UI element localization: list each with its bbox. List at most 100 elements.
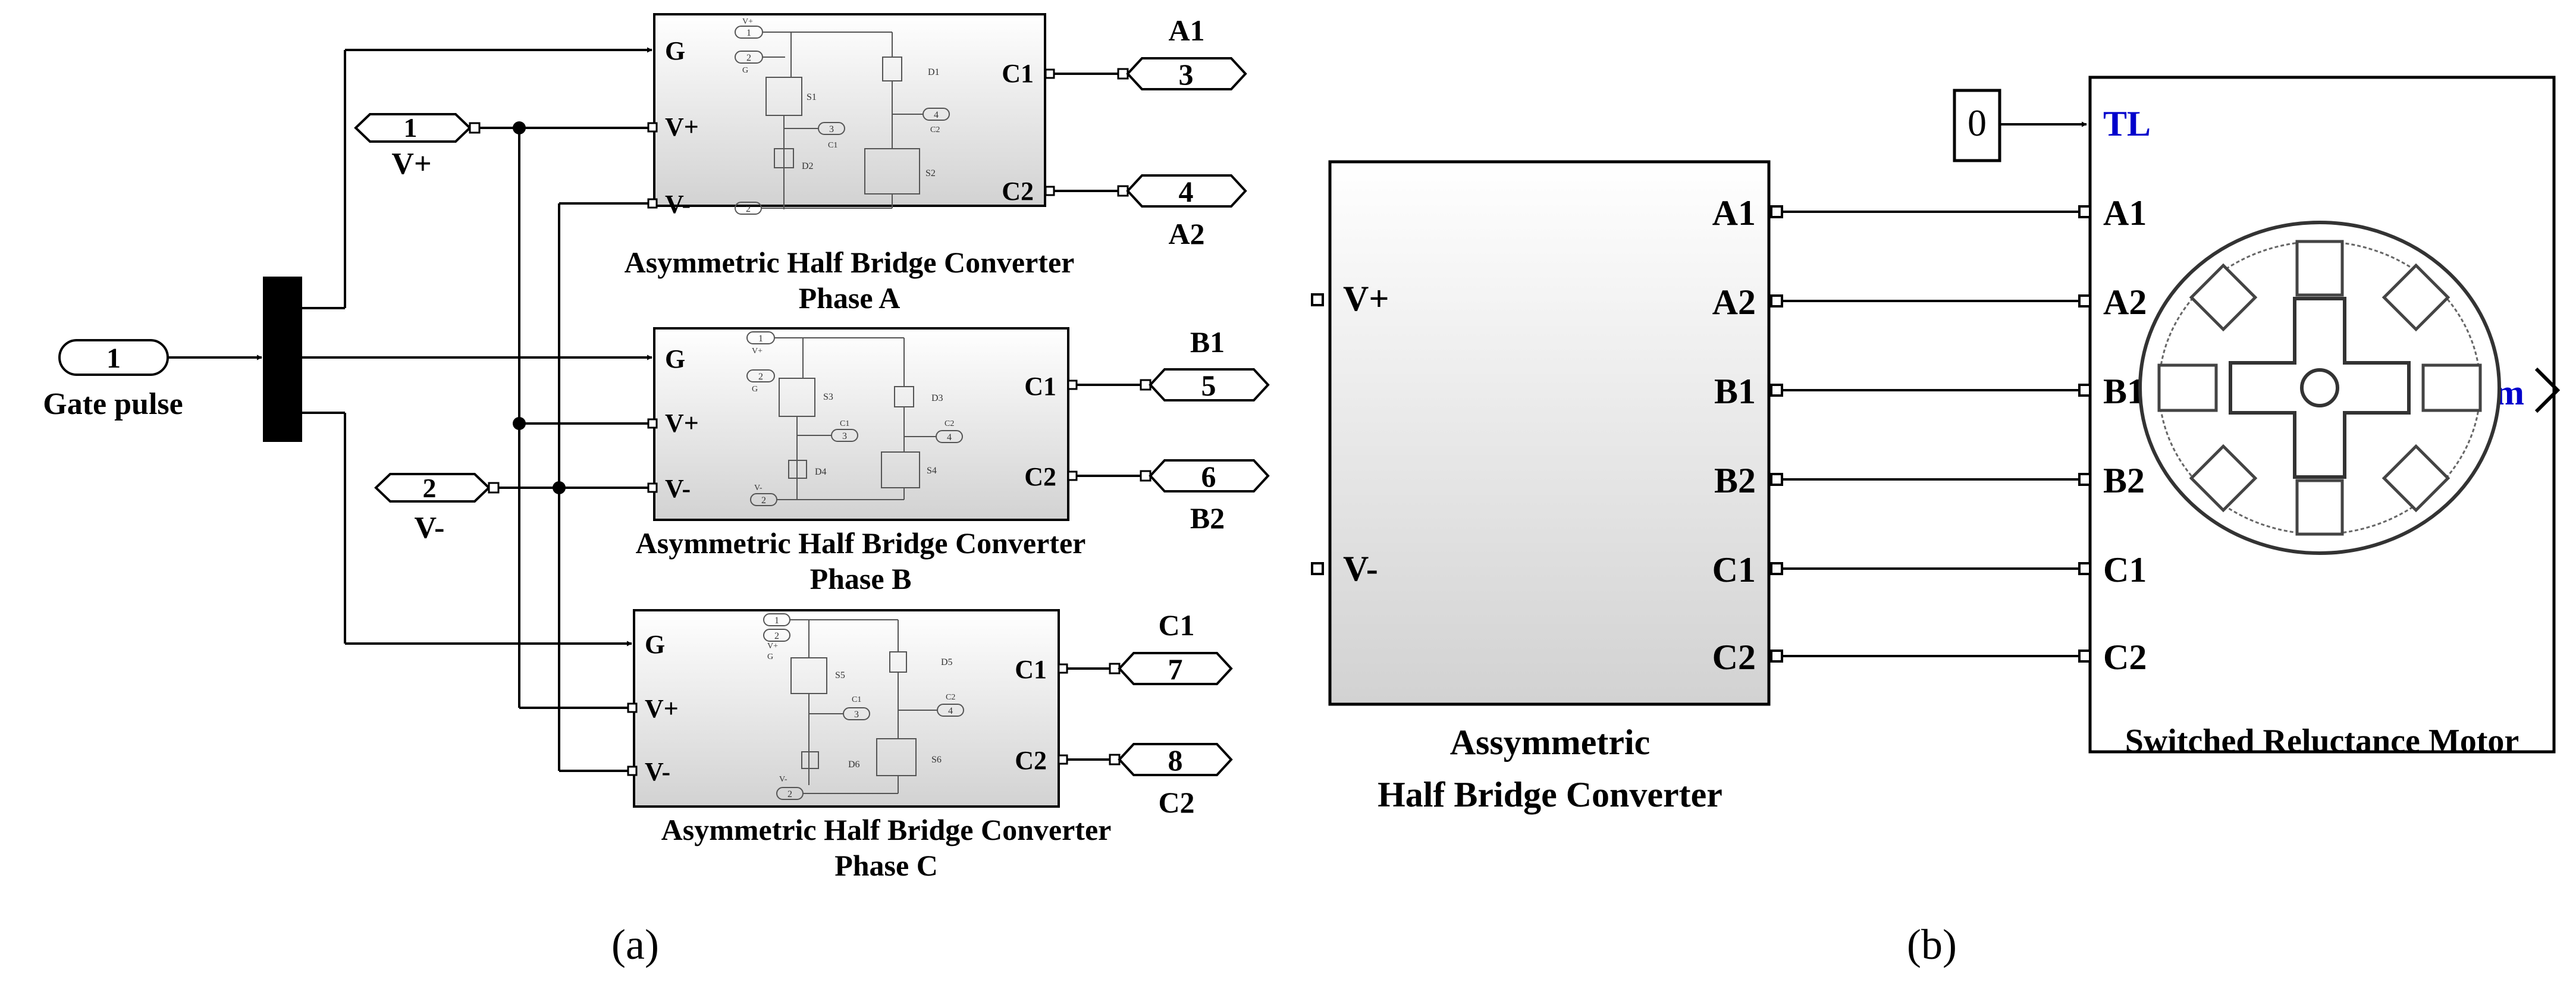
block-title: Asymmetric Half Bridge Converter — [625, 246, 1075, 279]
svg-text:G: G — [742, 66, 748, 75]
outport-number: 5 — [1201, 369, 1216, 402]
svg-text:V+: V+ — [752, 347, 763, 356]
port-label-c2: C2 — [2103, 638, 2147, 677]
port-label-a1: A1 — [2103, 193, 2147, 233]
srm-motor-block[interactable]: TL A1 A2 B1 B2 C1 C2 m — [2078, 76, 2561, 754]
port-label-a1: A1 — [1712, 193, 1756, 233]
outport-b2[interactable]: 6 B2 — [1140, 459, 1270, 535]
port-label-c1: C1 — [1015, 655, 1047, 684]
port-label-c2: C2 — [1015, 746, 1047, 775]
outport-c2[interactable]: 8 C2 — [1109, 743, 1233, 819]
svg-text:G: G — [752, 385, 758, 394]
motor-title: Switched Reluctance Motor — [2125, 723, 2519, 760]
svg-text:S1: S1 — [807, 92, 817, 102]
outport-number: 7 — [1168, 652, 1183, 686]
svg-text:2: 2 — [761, 495, 766, 506]
svg-text:3: 3 — [829, 124, 834, 134]
inport-label: V+ — [391, 147, 431, 181]
svg-text:C1: C1 — [840, 419, 849, 428]
port-label-vplus: V+ — [645, 694, 679, 723]
demux-block[interactable] — [263, 277, 302, 442]
srm-motor-icon — [2138, 221, 2501, 555]
svg-text:C1: C1 — [828, 141, 837, 150]
block-phase: Phase B — [810, 562, 912, 595]
outport-b1[interactable]: 5 B1 — [1140, 325, 1270, 402]
outport-a2[interactable]: 4 A2 — [1117, 174, 1247, 250]
svg-text:D1: D1 — [928, 67, 940, 77]
svg-text:S3: S3 — [823, 392, 833, 402]
port-label-c1: C1 — [1002, 59, 1034, 88]
svg-text:C2: C2 — [945, 419, 954, 428]
junction-dot — [513, 417, 526, 430]
port-vplus[interactable] — [1311, 293, 1324, 306]
vplus-inport[interactable]: 1 V+ — [354, 112, 481, 181]
outport-label: A1 — [1168, 14, 1204, 47]
svg-text:1: 1 — [746, 28, 751, 38]
inner-schematic: 1 2 V+ G S1 3 C1 D2 D1 — [735, 17, 950, 215]
port-label-g: G — [645, 630, 665, 659]
inport-number: 2 — [423, 473, 437, 503]
svg-text:1: 1 — [758, 334, 763, 344]
outport-a1[interactable]: 3 A1 — [1117, 14, 1247, 91]
block-phase: Phase C — [834, 849, 938, 882]
port-label-b1: B1 — [1714, 372, 1756, 411]
port-label-vminus: V- — [665, 474, 691, 503]
constant-value: 0 — [1968, 102, 1987, 144]
constant-block[interactable]: 0 — [1953, 89, 2001, 162]
junction-dot — [513, 121, 526, 134]
inner-schematic: 1 2 V+ G S3 3 C1 D4 D3 4 — [746, 331, 963, 506]
inport-number: 1 — [106, 343, 121, 374]
outport-number: 6 — [1201, 460, 1216, 493]
panel-b: V+ V- A1 A2 B1 B2 C1 C2 Assymmetric Half… — [1311, 76, 2561, 968]
gate-pulse-inport[interactable]: 1 Gate pulse — [43, 339, 183, 421]
svg-text:2: 2 — [746, 53, 751, 63]
port-label-c2: C2 — [1002, 177, 1034, 206]
svg-text:4: 4 — [934, 110, 939, 120]
panel-a: 1 Gate pulse 1 V+ 2 V- — [43, 13, 1270, 968]
svg-text:D6: D6 — [848, 760, 860, 770]
svg-text:G: G — [767, 652, 773, 661]
svg-text:3: 3 — [854, 710, 859, 720]
port-label-c1: C1 — [1712, 550, 1756, 589]
svg-text:S6: S6 — [931, 755, 942, 765]
port-vminus[interactable] — [1311, 562, 1324, 575]
port-label-vminus: V- — [665, 190, 691, 219]
converter-block-phase-c[interactable]: G V+ V- C1 C2 1 2 V+ G S5 3 C1 — [627, 609, 1068, 808]
svg-text:3: 3 — [842, 431, 847, 441]
port-label-vminus: V- — [1343, 549, 1378, 588]
outport-c1[interactable]: 7 C1 — [1109, 608, 1233, 686]
svg-text:1: 1 — [774, 616, 779, 626]
svg-text:4: 4 — [948, 706, 953, 716]
port-label-vminus: V- — [645, 757, 670, 786]
svg-text:2: 2 — [746, 204, 751, 214]
aggregate-converter-block[interactable]: V+ V- A1 A2 B1 B2 C1 C2 — [1311, 160, 1783, 706]
port-label-g: G — [665, 36, 685, 65]
block-title: Asymmetric Half Bridge Converter — [636, 526, 1086, 560]
block-title: Asymmetric Half Bridge Converter — [661, 813, 1112, 846]
port-label-vplus: V+ — [665, 112, 699, 142]
panel-caption: (a) — [611, 921, 659, 968]
svg-text:2: 2 — [774, 631, 779, 641]
svg-text:C1: C1 — [852, 695, 861, 704]
outport-label: B1 — [1190, 325, 1225, 359]
converter-block-phase-a[interactable]: G V+ V- C1 C2 1 2 V+ G S1 3 C1 — [647, 13, 1055, 219]
port-label-tl: TL — [2103, 104, 2151, 143]
svg-text:D5: D5 — [941, 657, 953, 667]
svg-text:S4: S4 — [927, 466, 937, 476]
svg-text:C2: C2 — [930, 126, 940, 134]
port-label-vplus: V+ — [1343, 279, 1389, 318]
inport-number: 1 — [404, 112, 418, 143]
panel-caption: (b) — [1907, 921, 1957, 968]
converter-block-phase-b[interactable]: G V+ V- C1 C2 1 2 V+ G S3 3 C1 — [647, 327, 1078, 521]
outport-number: 4 — [1179, 175, 1194, 208]
port-label-b2: B2 — [1714, 461, 1756, 500]
inport-label: V- — [414, 511, 444, 545]
outport-label: B2 — [1190, 501, 1225, 535]
port-label-g: G — [665, 344, 685, 374]
svg-text:V+: V+ — [742, 17, 753, 26]
converter-title: Assymmetric — [1450, 723, 1651, 762]
vminus-inport[interactable]: 2 V- — [374, 473, 500, 545]
svg-text:V-: V- — [754, 484, 763, 492]
svg-text:D2: D2 — [802, 161, 814, 171]
